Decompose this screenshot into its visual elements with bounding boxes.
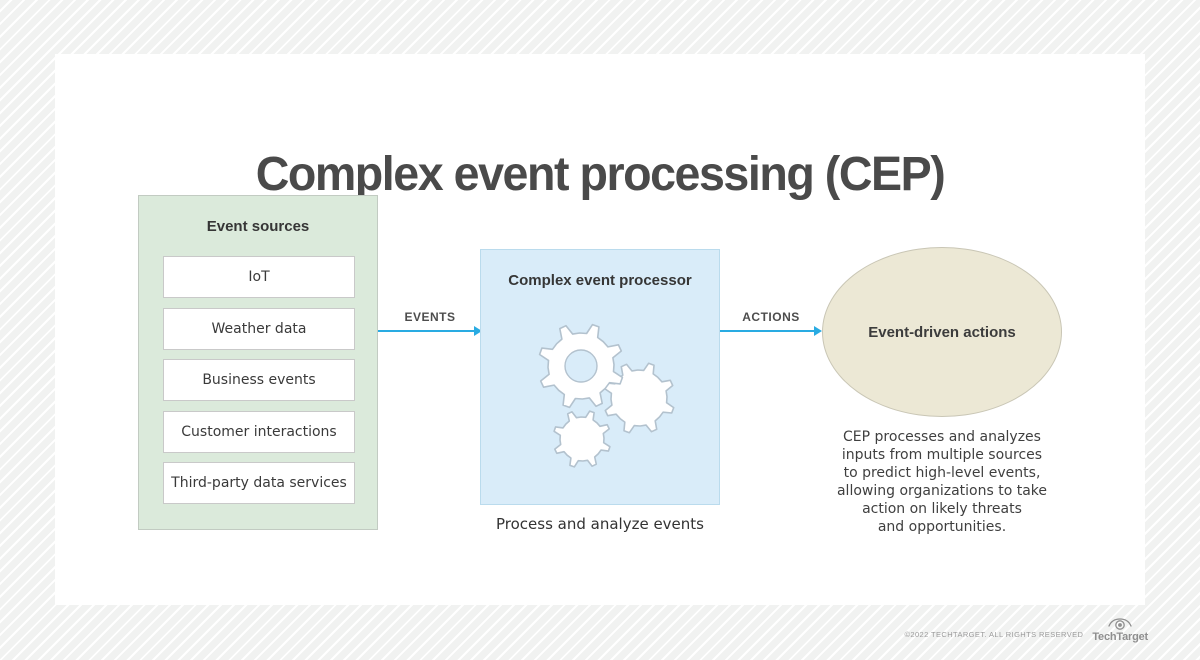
diagram-card: Complex event processing (CEP) Event sou… [55,54,1145,605]
diagram-title: Complex event processing (CEP) [255,148,946,201]
event-driven-actions-title: Event-driven actions [868,323,1016,341]
techtarget-wordmark: TechTarget [1092,631,1148,643]
copyright-text: ©2022 TECHTARGET. ALL RIGHTS RESERVED [904,630,1084,639]
gears-icon [538,323,675,468]
processor-caption: Process and analyze events [495,515,704,533]
footer: ©2022 TECHTARGET. ALL RIGHTS RESERVED Te… [904,616,1148,643]
actions-arrowhead-icon [814,326,822,336]
event-sources-title: Event sources [206,218,310,235]
actions-description: CEP processes and analyzes inputs from m… [836,429,1048,535]
events-arrowhead-icon [474,326,482,336]
processor-title: Complex event processor [508,272,692,289]
events-arrow: EVENTS [378,310,482,350]
source-item-customer-interactions: Customer interactions [163,410,355,453]
event-sources-list: IoT Weather data Business events Custome… [163,256,355,504]
events-arrow-line [378,330,475,332]
events-arrow-label: EVENTS [404,310,456,324]
source-item-weather-data: Weather data [163,307,355,350]
actions-arrow: ACTIONS [720,310,822,350]
actions-arrow-label: ACTIONS [742,310,800,324]
event-sources-panel: Event sources IoT Weather data Business … [138,195,378,530]
processor-panel: Complex event processor [480,249,720,505]
source-item-iot: IoT [163,256,355,298]
source-item-business-events: Business events [163,359,355,401]
gear-hole [564,349,598,383]
techtarget-logo: TechTarget [1092,616,1148,643]
techtarget-eye-icon [1108,618,1132,630]
actions-arrow-line [720,330,815,332]
source-item-third-party-data-services: Third-party data services [163,462,355,504]
event-driven-actions-ellipse: Event-driven actions [822,247,1062,417]
